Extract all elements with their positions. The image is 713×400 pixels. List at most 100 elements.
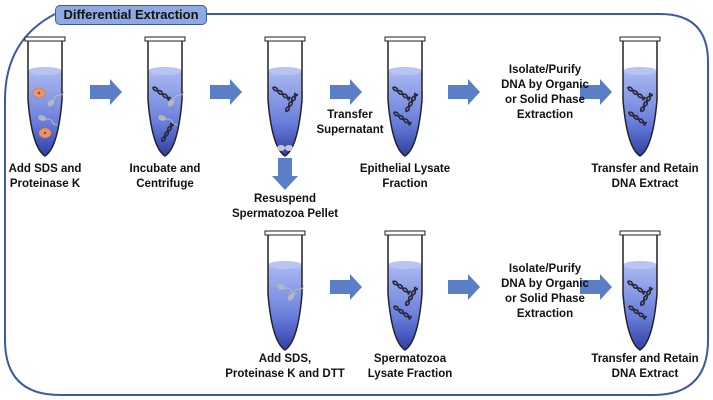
diagram-title: Differential Extraction (55, 5, 207, 25)
epithelial-cell-icon (38, 127, 52, 139)
arrow-right-icon (580, 274, 612, 300)
tube-liquid (623, 265, 657, 350)
tube-7 (384, 230, 426, 351)
tube-outline (387, 41, 423, 157)
arrow-right-icon (330, 79, 362, 105)
dna-icon (160, 122, 175, 143)
epithelial-cell-icon (32, 87, 46, 99)
dna-strand (152, 87, 171, 100)
dna-strand (405, 286, 417, 307)
liquid-surface (388, 261, 422, 269)
dna-strand (627, 281, 646, 294)
dna-strand (628, 112, 647, 125)
tube-6-label: Add SDS,Proteinase K and DTT (225, 353, 345, 380)
sperm-head (47, 99, 55, 107)
tube-cap (264, 36, 306, 42)
liquid-surface (148, 67, 182, 75)
tube-liquid (388, 71, 422, 156)
sperm-cell-icon (167, 91, 185, 107)
tube-cap (144, 36, 186, 42)
tube-liquid (148, 71, 182, 156)
tube-cap (384, 230, 426, 236)
dna-icon (284, 92, 299, 113)
arrow-right-icon (90, 79, 122, 105)
arrow-right-icon (448, 274, 480, 300)
sperm-tail (293, 285, 305, 295)
sperm-cell-icon (287, 285, 305, 301)
tube-6 (264, 230, 306, 351)
cell-nucleus (37, 91, 41, 95)
tube-outline (622, 41, 658, 157)
tube-liquid (28, 71, 62, 156)
tube-cap (384, 36, 426, 42)
dna-strand (393, 112, 412, 125)
dna-strand (628, 306, 647, 319)
tube-liquid (268, 265, 302, 350)
sperm-cell-icon (158, 115, 178, 126)
tube-outline (622, 235, 658, 351)
liquid-surface (388, 67, 422, 75)
sperm-tail (45, 118, 58, 126)
dna-strand (392, 87, 411, 100)
tube-cap (619, 36, 661, 42)
tube-2 (144, 36, 186, 157)
liquid-surface (623, 261, 657, 269)
tube-outline (147, 41, 183, 157)
frame-border (4, 13, 709, 396)
sperm-tail (173, 91, 185, 101)
arrow-right-icon (580, 79, 612, 105)
arrow-right-icon (448, 79, 480, 105)
tube-outline (267, 235, 303, 351)
tube-outline (387, 235, 423, 351)
dna-strand (272, 87, 291, 100)
tube-cap (24, 36, 66, 42)
tube-liquid (623, 71, 657, 156)
dna-icon (639, 286, 654, 307)
arrow-right-icon (210, 79, 242, 105)
dna-icon (627, 280, 646, 295)
tube-8 (619, 230, 661, 351)
sperm-head (287, 293, 295, 301)
tube-liquid (268, 71, 302, 156)
dna-icon (639, 92, 654, 113)
liquid-surface (268, 67, 302, 75)
dna-icon (272, 86, 291, 101)
sperm-head (38, 115, 46, 121)
dna-icon (404, 92, 419, 113)
dna-icon (392, 86, 411, 101)
dna-icon (392, 280, 411, 295)
dna-strand (161, 122, 173, 143)
sperm-cell-icon (47, 91, 65, 107)
dna-strand (627, 87, 646, 100)
tube-cap (619, 230, 661, 236)
sperm-tail (53, 91, 65, 101)
sperm-cell-icon (277, 284, 297, 295)
dna-icon (393, 111, 412, 126)
tube-cap (264, 230, 306, 236)
dna-icon (393, 305, 412, 320)
tube-outline (27, 41, 63, 157)
sperm-head (277, 284, 285, 290)
dna-strand (640, 286, 652, 307)
sperm-pellet-icon (285, 145, 293, 151)
sperm-head (167, 99, 175, 107)
sperm-head (158, 115, 166, 121)
arrow-down-icon (272, 158, 298, 190)
dna-strand (640, 92, 652, 113)
liquid-surface (623, 67, 657, 75)
tube-5 (619, 36, 661, 157)
liquid-surface (28, 67, 62, 75)
sperm-tail (284, 287, 297, 295)
liquid-surface (268, 261, 302, 269)
dna-strand (285, 92, 297, 113)
arrow-right-icon (330, 274, 362, 300)
